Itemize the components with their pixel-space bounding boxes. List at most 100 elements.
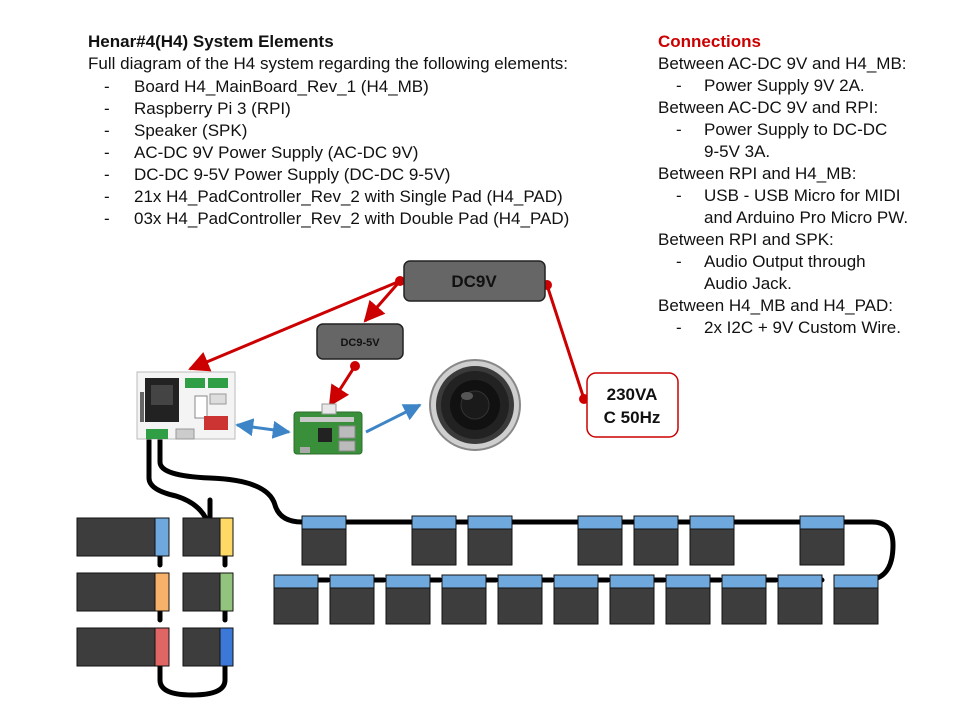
connection-pair: Between AC-DC 9V and RPI:: [658, 98, 879, 117]
single-pad: [833, 587, 879, 625]
data-lines: [235, 403, 422, 439]
double-pad-controller: [154, 627, 170, 667]
single-pad-controller: [497, 574, 543, 589]
single-pad: [441, 587, 487, 625]
element-label: Speaker (SPK): [134, 121, 248, 140]
connection-detail: -2x I2C + 9V Custom Wire.: [676, 318, 901, 337]
dc9v-supply: DC9V: [403, 260, 546, 302]
connection-detail: Audio Jack.: [658, 273, 908, 295]
connection-pair: Between H4_MB and H4_PAD:: [658, 296, 893, 315]
element-label: 21x H4_PadController_Rev_2 with Single P…: [134, 187, 563, 206]
double-pad: [76, 627, 156, 667]
connections-list: Between AC-DC 9V and H4_MB: -Power Suppl…: [658, 53, 908, 339]
dc9v-label: DC9V: [451, 272, 497, 291]
single-pad: [689, 528, 735, 566]
element-label: Board H4_MainBoard_Rev_1 (H4_MB): [134, 77, 429, 96]
single-pad: [411, 528, 457, 566]
double-pad-controller: [154, 517, 170, 557]
single-pad-controller: [833, 574, 879, 589]
list-item: -DC-DC 9-5V Power Supply (DC-DC 9-5V): [104, 165, 451, 184]
double-pad-controller: [219, 627, 234, 667]
single-pad: [777, 587, 823, 625]
single-pad-controller: [799, 515, 845, 530]
single-pad-controller: [273, 574, 319, 589]
single-pad: [497, 587, 543, 625]
double-pad-chain: [157, 547, 228, 698]
dc95v-supply: DC9-5V: [316, 323, 404, 360]
power-line-dc9v-to-mainboard: [188, 279, 401, 372]
double-pad-controller: [219, 517, 234, 557]
connection-detail-line: Power Supply to DC-DC: [704, 120, 888, 139]
single-pad-controller: [689, 515, 735, 530]
single-pad: [301, 528, 347, 566]
raspberry-pi-image: [293, 403, 363, 455]
double-pad: [182, 627, 221, 667]
connection-detail-line: 9-5V 3A.: [704, 142, 771, 161]
power-node: [395, 276, 405, 286]
pad-cables: [146, 437, 896, 698]
mainboard-image: [136, 371, 236, 440]
connection-detail-line: and Arduino Pro Micro PW.: [704, 208, 909, 227]
list-item: -21x H4_PadController_Rev_2 with Single …: [104, 187, 563, 206]
list-item: -03x H4_PadController_Rev_2 with Double …: [104, 209, 570, 228]
single-pad-controller: [411, 515, 457, 530]
elements-list: -Board H4_MainBoard_Rev_1 (H4_MB) -Raspb…: [104, 76, 569, 230]
list-item: -Board H4_MainBoard_Rev_1 (H4_MB): [104, 77, 429, 96]
single-pad-controller: [329, 574, 375, 589]
mains-power-box: 230VA C 50Hz: [586, 372, 679, 438]
double-pad-controller: [154, 572, 170, 612]
single-pad: [665, 587, 711, 625]
connection-detail-line: Audio Jack.: [704, 274, 792, 293]
power-line-mains-to-dc9v: [545, 284, 586, 400]
page-description: Full diagram of the H4 system regarding …: [88, 54, 569, 73]
connection-detail: -USB - USB Micro for MIDI: [676, 186, 901, 205]
power-lines: [188, 276, 589, 407]
connection-detail: -Audio Output through: [676, 252, 866, 271]
single-pad-controller: [633, 515, 679, 530]
element-label: 03x H4_PadController_Rev_2 with Double P…: [134, 209, 570, 228]
list-item: -Raspberry Pi 3 (RPI): [104, 99, 291, 118]
single-pad: [273, 587, 319, 625]
connection-detail: 9-5V 3A.: [658, 141, 908, 163]
double-pad: [182, 517, 221, 557]
double-pad: [76, 517, 156, 557]
element-label: Raspberry Pi 3 (RPI): [134, 99, 291, 118]
single-pad: [467, 528, 513, 566]
connection-detail: -Power Supply to DC-DC: [676, 120, 888, 139]
single-pad-controller: [553, 574, 599, 589]
single-pad-controller: [577, 515, 623, 530]
single-pad-controller: [777, 574, 823, 589]
connections-title: Connections: [658, 32, 761, 51]
connection-detail: -Power Supply 9V 2A.: [676, 76, 865, 95]
single-pad-controller: [609, 574, 655, 589]
power-line-dc9v-to-dc95v: [363, 280, 402, 323]
single-pad: [609, 587, 655, 625]
page-title: Henar#4(H4) System Elements: [88, 32, 334, 51]
single-pad-controller: [385, 574, 431, 589]
cable-to-single-pads: [157, 437, 305, 525]
element-label: DC-DC 9-5V Power Supply (DC-DC 9-5V): [134, 165, 451, 184]
connection-detail-line: Audio Output through: [704, 252, 866, 271]
connection-pair: Between RPI and SPK:: [658, 230, 834, 249]
single-pad-controller: [467, 515, 513, 530]
connection-pair: Between RPI and H4_MB:: [658, 164, 857, 183]
single-pad-controller: [665, 574, 711, 589]
list-item: -Speaker (SPK): [104, 121, 248, 140]
list-item: -AC-DC 9V Power Supply (AC-DC 9V): [104, 143, 419, 162]
single-pad-controller: [721, 574, 767, 589]
connection-detail-line: 2x I2C + 9V Custom Wire.: [704, 318, 901, 337]
power-node: [350, 361, 360, 371]
connection-detail-line: USB - USB Micro for MIDI: [704, 186, 901, 205]
connection-pair: Between AC-DC 9V and H4_MB:: [658, 54, 907, 73]
element-label: AC-DC 9V Power Supply (AC-DC 9V): [134, 143, 419, 162]
dc95v-label: DC9-5V: [340, 337, 380, 349]
connection-detail: and Arduino Pro Micro PW.: [658, 207, 908, 229]
single-pad: [721, 587, 767, 625]
mains-label-frequency: C 50Hz: [604, 408, 661, 427]
single-pad: [553, 587, 599, 625]
audio-line-rpi-speaker: [365, 403, 422, 434]
single-pad: [799, 528, 845, 566]
single-pad: [385, 587, 431, 625]
